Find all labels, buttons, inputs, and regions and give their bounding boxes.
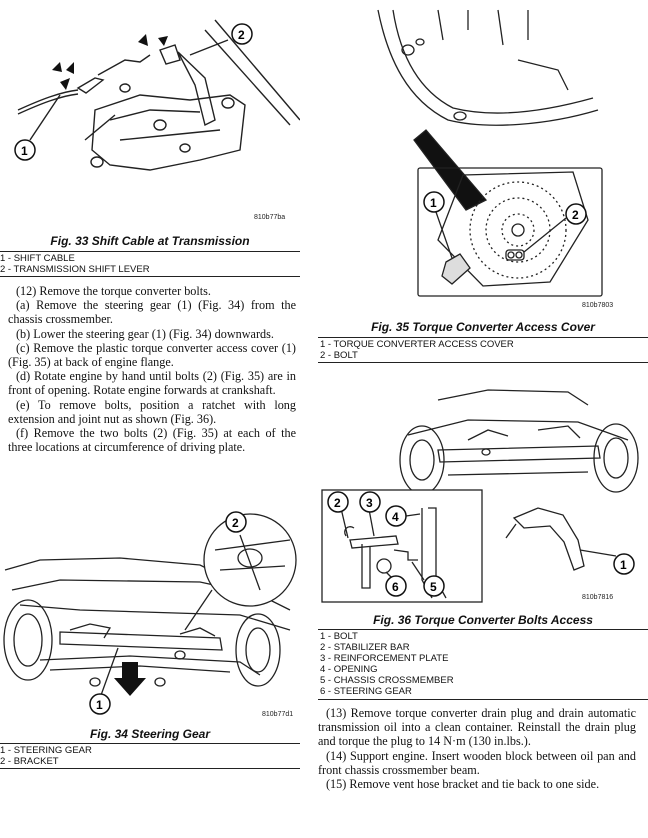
fig36-callout-5: 5	[430, 580, 437, 594]
fig36-callout-6: 6	[392, 580, 399, 594]
step-12a: (a) Remove the steering gear (1) (Fig. 3…	[8, 298, 296, 327]
step-12c: (c) Remove the plastic torque converter …	[8, 340, 296, 370]
fig36-code: 810b7816	[582, 594, 614, 601]
procedure-right: (13) Remove torque converter drain plug …	[318, 706, 636, 791]
legend-item: 2 - BRACKET	[0, 756, 59, 767]
legend-item: 1 - STEERING GEAR	[0, 745, 92, 756]
figure-34-illustration: 1 2 810b77d1	[0, 510, 300, 724]
legend-item: 2 - STABILIZER BAR	[320, 642, 410, 653]
fig36-legend-rule	[318, 629, 648, 630]
fig35-callout-2: 2	[572, 208, 579, 222]
fig35-legend: 1 - TORQUE CONVERTER ACCESS COVER 2 - BO…	[320, 339, 648, 361]
fig34-callout-1: 1	[96, 698, 103, 712]
fig33-legend-rule-bottom	[0, 276, 300, 277]
step-12: (12) Remove the torque converter bolts.	[16, 284, 211, 298]
fig33-code: 810b77ba	[254, 214, 286, 221]
fig33-callout-1: 1	[21, 144, 28, 158]
fig36-callout-2: 2	[334, 496, 341, 510]
fig33-legend: 1 - SHIFT CABLE 2 - TRANSMISSION SHIFT L…	[0, 253, 300, 275]
step-12f: (f) Remove the two bolts (2) (Fig. 35) a…	[8, 426, 296, 455]
step-14: (14) Support engine. Insert wooden block…	[318, 748, 636, 777]
legend-item: 2 - BOLT	[320, 350, 358, 361]
figure-36-illustration: 2 3 4 6 5 1 810b7816	[318, 380, 648, 608]
fig36-callout-1: 1	[620, 558, 627, 572]
fig36-callout-3: 3	[366, 496, 373, 510]
fig35-code: 810b7803	[582, 302, 614, 309]
fig35-legend-rule	[318, 337, 648, 338]
figure-35-illustration: 1 2 810b7803	[318, 0, 648, 316]
step-13: (13) Remove torque converter drain plug …	[318, 706, 636, 749]
fig33-caption: Fig. 33 Shift Cable at Transmission	[50, 234, 250, 248]
fig34-legend-rule	[0, 743, 300, 744]
fig33-callout-2: 2	[238, 28, 245, 42]
step-12e: (e) To remove bolts, position a ratchet …	[8, 397, 296, 426]
fig34-caption: Fig. 34 Steering Gear	[89, 727, 211, 741]
fig35-legend-rule-bottom	[318, 362, 648, 363]
legend-item: 1 - TORQUE CONVERTER ACCESS COVER	[320, 339, 514, 350]
fig34-callout-2: 2	[232, 516, 239, 530]
fig36-caption: Fig. 36 Torque Converter Bolts Access	[373, 613, 593, 627]
legend-item: 1 - BOLT	[320, 631, 358, 642]
legend-item: 5 - CHASSIS CROSSMEMBER	[320, 675, 454, 686]
step-12d: (d) Rotate engine by hand until bolts (2…	[8, 369, 296, 398]
legend-item: 1 - SHIFT CABLE	[0, 253, 75, 264]
legend-item: 2 - TRANSMISSION SHIFT LEVER	[0, 264, 150, 275]
fig34-legend-rule-bottom	[0, 768, 300, 769]
fig35-caption: Fig. 35 Torque Converter Access Cover	[371, 320, 595, 334]
legend-item: 6 - STEERING GEAR	[320, 686, 412, 697]
step-15: (15) Remove vent hose bracket and tie ba…	[326, 777, 600, 792]
fig36-legend-rule-bottom	[318, 699, 648, 700]
procedure-left: (12) Remove the torque converter bolts. …	[8, 284, 296, 454]
fig34-legend: 1 - STEERING GEAR 2 - BRACKET	[0, 745, 300, 767]
fig35-callout-1: 1	[430, 196, 437, 210]
legend-item: 3 - REINFORCEMENT PLATE	[320, 653, 449, 664]
fig36-legend: 1 - BOLT 2 - STABILIZER BAR 3 - REINFORC…	[320, 631, 648, 697]
fig33-legend-rule	[0, 251, 300, 252]
legend-item: 4 - OPENING	[320, 664, 378, 675]
figure-33-illustration: 1 2 810b77ba	[0, 0, 300, 230]
fig34-code: 810b77d1	[262, 711, 294, 718]
step-12b: (b) Lower the steering gear (1) (Fig. 34…	[16, 326, 274, 341]
fig36-callout-4: 4	[392, 510, 399, 524]
